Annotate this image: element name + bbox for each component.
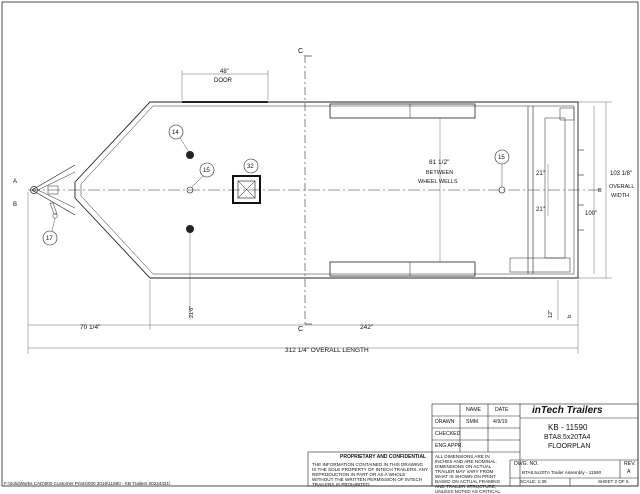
- balloon-15-right: 15: [494, 149, 510, 187]
- company-name: inTech Trailers: [532, 405, 603, 416]
- balloon-14: 14: [168, 124, 190, 153]
- left-216-dim: 21'6": [189, 306, 195, 318]
- tb-model: BTA8.5x20TA4: [544, 434, 591, 441]
- tb-sheet: SHEET 2 OF 5: [598, 479, 629, 484]
- border-letter-a: A: [13, 179, 17, 185]
- overall-width-value: 103 1/8": [610, 171, 632, 177]
- tb-rev-label: REV.: [624, 461, 636, 467]
- wheel-well-top: [329, 103, 476, 119]
- tb-rev: A: [627, 469, 631, 475]
- tb-row-checked-label: CHECKED: [435, 431, 461, 437]
- tb-hdr-name: NAME: [466, 407, 481, 413]
- inner-21-bottom: 21": [536, 207, 545, 213]
- section-mark-bottom: C: [298, 326, 303, 333]
- overall-length-dim: 312 1/4" OVERALL LENGTH: [285, 347, 369, 354]
- vent-32: [232, 175, 261, 204]
- file-path: F:\SolidWorks CAD\000 Customer Prints\00…: [4, 481, 171, 486]
- wheel-well-bottom: [329, 261, 476, 277]
- svg-text:15: 15: [498, 155, 505, 161]
- border-letter-b: B: [13, 202, 17, 208]
- door-label: DOOR: [214, 78, 233, 84]
- inner-21-top: 21": [536, 171, 545, 177]
- tb-notes: ALL DIMENSIONS ARE IN INCHES AND ARE NOM…: [435, 454, 502, 494]
- tb-scale: SCALE: 1:35: [520, 479, 547, 484]
- tb-job: KB - 11590: [548, 423, 588, 432]
- tongue-dim: 70 1/4": [80, 324, 101, 331]
- tb-hdr-date: DATE: [495, 407, 509, 413]
- overall-width-label2: WIDTH: [611, 193, 629, 199]
- tb-dwg-no: BTA8.5x20TA Trailer Assembly - 11590: [522, 470, 602, 475]
- balloon-15-left: 15: [191, 162, 215, 188]
- bww-line2: WHEEL WELLS: [418, 179, 458, 185]
- tb-row-drawn-label: DRAWN: [435, 419, 455, 425]
- tb-row-drawn-name: SMM: [466, 419, 479, 425]
- tb-proprietary-text: THE INFORMATION CONTAINED IN THIS DRAWIN…: [312, 462, 428, 488]
- tb-proprietary-title: PROPRIETARY AND CONFIDENTIAL: [340, 454, 427, 460]
- bottom-extensions: [27, 192, 579, 354]
- svg-text:15: 15: [203, 168, 210, 174]
- tb-row-eng-label: ENG APPR.: [435, 443, 463, 449]
- rear-frame: [509, 106, 584, 274]
- fixture-15-left: [186, 186, 194, 194]
- title-block-frame: [307, 403, 639, 487]
- width-100-text: 100": [585, 211, 597, 217]
- svg-text:17: 17: [46, 236, 53, 242]
- d-ring-top: [186, 151, 194, 159]
- right-b-dim: b: [567, 315, 573, 318]
- svg-text:14: 14: [172, 130, 179, 136]
- tb-row-drawn-date: 4/9/19: [493, 419, 508, 425]
- balloon-32: 32: [243, 158, 259, 174]
- right-12-dim: 12": [548, 310, 554, 318]
- box-length-dim: 242": [360, 324, 374, 331]
- section-mark-top: C: [298, 48, 303, 55]
- svg-text:32: 32: [247, 164, 254, 170]
- tb-dwg-no-label: DWG. NO.: [514, 461, 539, 467]
- overall-width-label1: OVERALL: [609, 184, 634, 190]
- balloon-17: 17: [42, 217, 58, 246]
- d-ring-bottom: [186, 225, 194, 233]
- tb-view: FLOORPLAN: [548, 443, 591, 450]
- bww-line1: BETWEEN: [426, 170, 453, 176]
- bww-value: 81 1/2": [429, 159, 450, 166]
- door-width-text: 48": [220, 69, 229, 75]
- right-b-label: B: [598, 188, 602, 194]
